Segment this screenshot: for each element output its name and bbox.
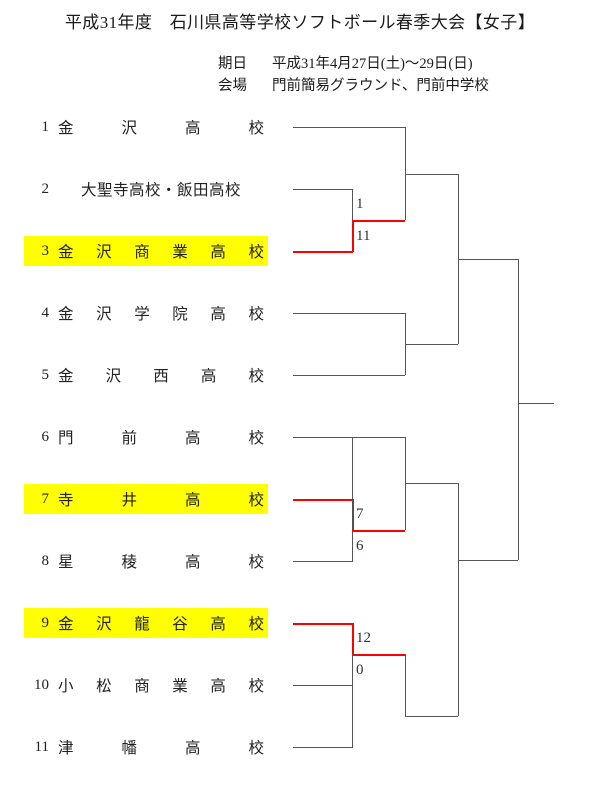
bracket-join-r3-bottom xyxy=(458,483,459,716)
team-seed: 1 xyxy=(41,118,50,135)
team-row: 1 金 沢 高 校 xyxy=(24,112,268,142)
team-seed: 8 xyxy=(41,552,50,569)
team-seed: 2 xyxy=(41,180,50,197)
bracket-line-seed-5 xyxy=(293,375,405,376)
bracket-advance-match-2 xyxy=(352,530,405,532)
bracket-champion-stub xyxy=(518,403,554,404)
bracket-join-seed-11 xyxy=(352,654,353,747)
event-date-value: 平成31年4月27日(土)〜29日(日) xyxy=(272,56,473,72)
bracket-advance-r3-top xyxy=(458,259,518,260)
bracket-line-seed-11 xyxy=(293,747,353,748)
team-name: 津 幡 高 校 xyxy=(58,740,264,757)
page-title: 平成31年度 石川県高等学校ソフトボール春季大会【女子】 xyxy=(64,13,536,32)
bracket-advance-r2-top xyxy=(405,174,458,175)
team-row: 8 星 稜 高 校 xyxy=(24,546,268,576)
score-match-3-bottom: 0 xyxy=(356,662,364,678)
bracket-join-match-2-lower xyxy=(352,530,353,562)
bracket-join-match-3 xyxy=(352,623,354,655)
team-name: 金沢龍谷高校 xyxy=(58,616,264,633)
event-date-label: 期日 xyxy=(218,56,247,72)
score-match-3-top: 12 xyxy=(356,630,371,646)
bracket-line-seed-10 xyxy=(293,685,353,686)
score-match-1-top: 1 xyxy=(356,196,364,212)
team-row: 11 津 幡 高 校 xyxy=(24,732,268,762)
team-name: 金沢学院高校 xyxy=(58,306,264,323)
bracket-advance-match-1 xyxy=(352,220,405,222)
bracket-line-seed-7 xyxy=(293,499,353,501)
team-seed: 4 xyxy=(41,304,50,321)
bracket-advance-r2-second xyxy=(405,344,458,345)
score-match-1-bottom: 11 xyxy=(356,228,371,244)
bracket-line-seed-6-to-r2 xyxy=(352,437,405,438)
team-name: 金 沢 高 校 xyxy=(58,120,264,137)
bracket-line-seed-4 xyxy=(293,313,405,314)
team-name: 大聖寺高校・飯田高校 xyxy=(80,182,241,199)
team-seed: 6 xyxy=(41,428,50,445)
bracket-advance-r2-third xyxy=(405,483,458,484)
team-seed: 7 xyxy=(41,490,50,507)
team-seed: 10 xyxy=(34,676,49,693)
score-match-2-top: 7 xyxy=(356,506,364,522)
event-date-line: 期日 平成31年4月27日(土)〜29日(日) xyxy=(218,52,473,73)
bracket-join-match-1 xyxy=(352,220,354,252)
event-venue-label: 会場 xyxy=(218,78,247,94)
team-row: 6 門 前 高 校 xyxy=(24,422,268,452)
team-name: 星 稜 高 校 xyxy=(58,554,264,571)
team-seed: 5 xyxy=(41,366,50,383)
team-row: 9 金沢龍谷高校 xyxy=(24,608,268,638)
bracket-advance-match-3 xyxy=(352,654,405,656)
bracket-line-seed-2 xyxy=(293,189,353,190)
bracket-advance-r3-bottom xyxy=(458,560,518,561)
bracket-join-match-2 xyxy=(352,499,354,531)
team-row: 10 小松商業高校 xyxy=(24,670,268,700)
team-row: 2 大聖寺高校・飯田高校 xyxy=(24,174,268,204)
team-name: 門 前 高 校 xyxy=(58,430,264,447)
event-venue-value: 門前簡易グラウンド、門前中学校 xyxy=(272,78,489,94)
bracket-line-seed-6 xyxy=(293,437,353,438)
team-seed: 9 xyxy=(41,614,50,631)
team-list: 1 金 沢 高 校 2 大聖寺高校・飯田高校 3 金沢商業高校 4 金沢学院高校 5 金沢西高校 6… xyxy=(0,0,290,795)
event-venue-line: 会場 門前簡易グラウンド、門前中学校 xyxy=(218,74,489,95)
bracket-join-match-1-upper xyxy=(352,189,353,221)
bracket-line-seed-8 xyxy=(293,561,353,562)
team-row: 5 金沢西高校 xyxy=(24,360,268,390)
team-name: 金沢商業高校 xyxy=(58,244,264,261)
bracket-join-r2-third xyxy=(352,437,353,530)
team-name: 金沢西高校 xyxy=(58,368,264,385)
bracket-join-r2-top xyxy=(405,127,406,220)
team-seed: 3 xyxy=(41,242,50,259)
bracket-advance-r2-fourth xyxy=(405,716,458,717)
team-name: 寺 井 高 校 xyxy=(58,492,264,509)
team-row: 7 寺 井 高 校 xyxy=(24,484,268,514)
team-row: 4 金沢学院高校 xyxy=(24,298,268,328)
team-name: 小松商業高校 xyxy=(58,678,264,695)
bracket-line-seed-3 xyxy=(293,251,353,253)
bracket-join-final xyxy=(518,259,519,560)
bracket-join-r2-fourth xyxy=(405,654,406,716)
bracket-line-seed-1 xyxy=(293,127,405,128)
bracket-line-seed-9 xyxy=(293,623,353,625)
score-match-2-bottom: 6 xyxy=(356,538,364,554)
team-seed: 11 xyxy=(34,738,49,755)
team-row: 3 金沢商業高校 xyxy=(24,236,268,266)
